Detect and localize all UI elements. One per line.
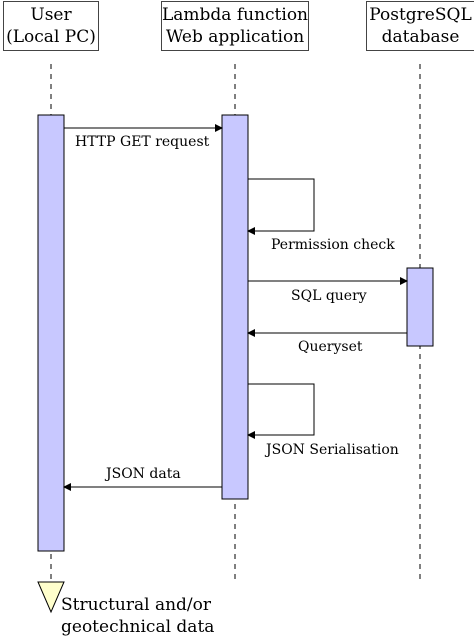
actor-postgres-box: PostgreSQL database	[366, 1, 474, 51]
actor-lambda-label-1: Lambda function	[162, 5, 309, 25]
arrow-json-serialisation	[247, 383, 315, 439]
actor-postgres-label-2: database	[381, 27, 460, 47]
note-line-2: geotechnical data	[61, 617, 215, 637]
actor-user-label-1: User	[30, 5, 72, 25]
label-sql-query: SQL query	[291, 288, 367, 304]
actor-user-box: User (Local PC)	[3, 1, 99, 51]
arrow-permission-check	[247, 178, 315, 235]
note-triangle	[37, 581, 65, 614]
activation-postgres	[406, 267, 434, 347]
actor-lambda-label-2: Web application	[165, 27, 305, 47]
actor-lambda-box: Lambda function Web application	[161, 1, 309, 51]
actor-postgres-label-1: PostgreSQL	[369, 5, 472, 25]
actor-user-label-2: (Local PC)	[6, 27, 96, 47]
note-line-1: Structural and/or	[61, 595, 212, 615]
label-queryset: Queryset	[298, 339, 363, 355]
activation-user	[37, 114, 65, 552]
note-text: Structural and/or geotechnical data	[61, 594, 214, 638]
label-json-data: JSON data	[106, 466, 181, 482]
label-permission-check: Permission check	[271, 237, 395, 253]
label-http-get: HTTP GET request	[75, 134, 210, 150]
activation-lambda	[221, 114, 249, 500]
label-json-serialisation: JSON Serialisation	[266, 442, 399, 458]
